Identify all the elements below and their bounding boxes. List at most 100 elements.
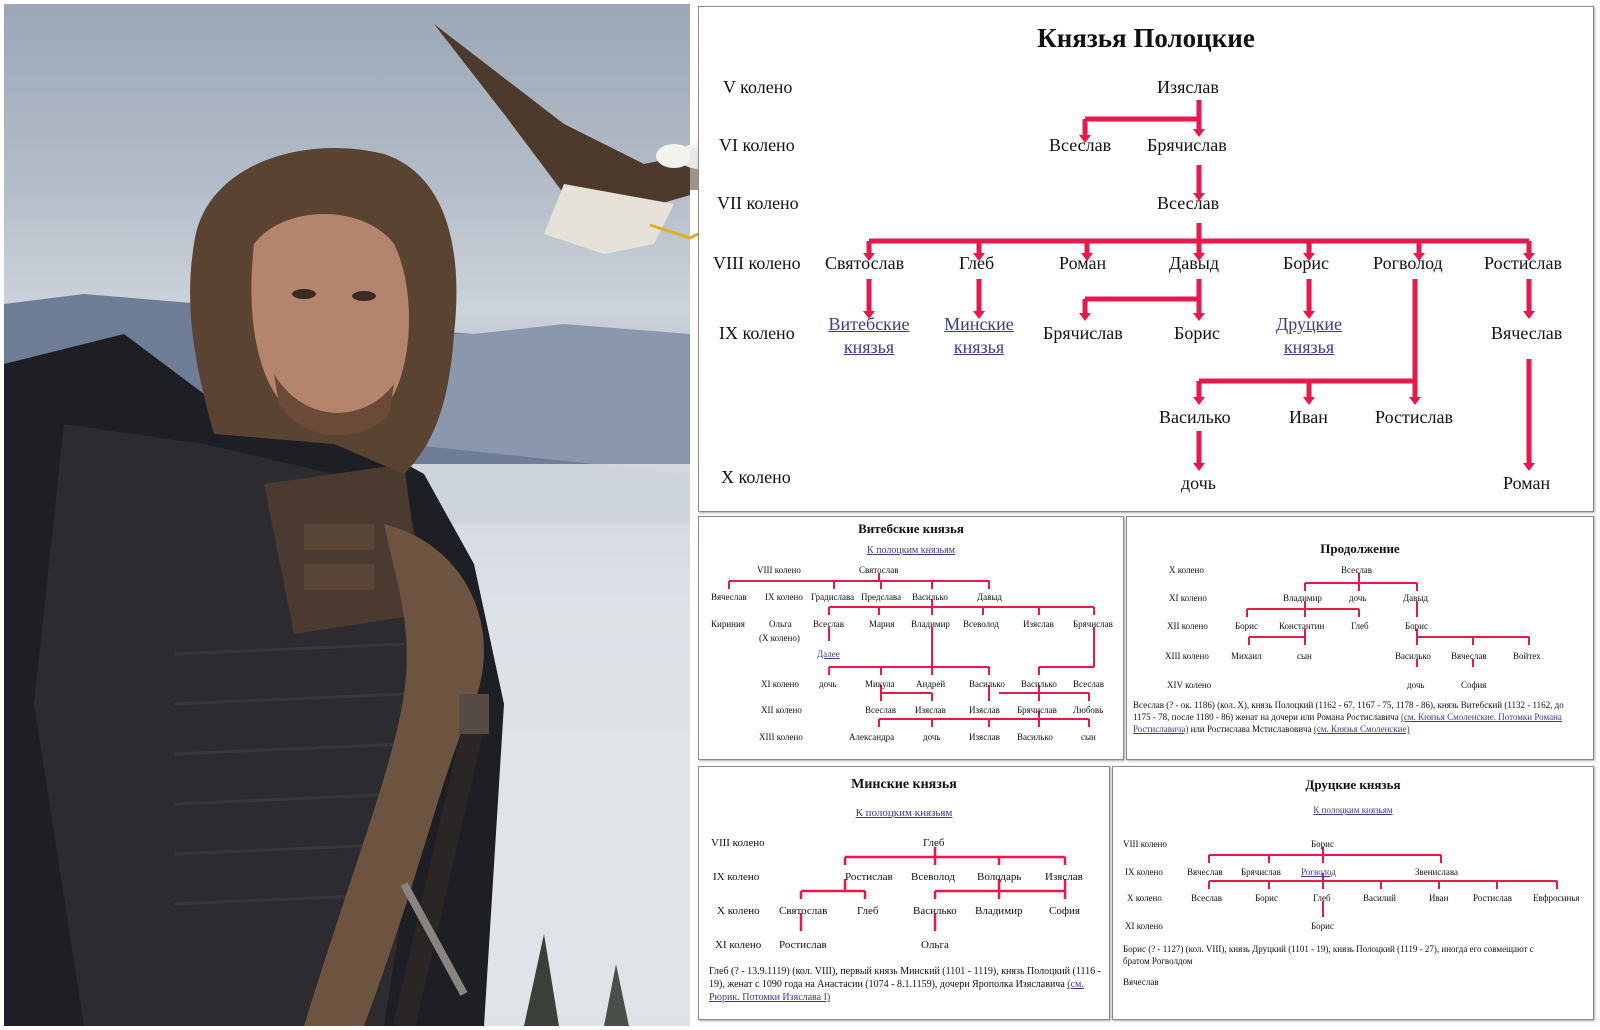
- druck-gen: X колено: [1127, 893, 1162, 903]
- vitebsk-panel: Витебские князья К полоцким князьям: [698, 516, 1124, 760]
- continuation-node: Владимир: [1283, 593, 1322, 603]
- continuation-lines: [1246, 573, 1530, 667]
- druck-node: Ростислав: [1473, 893, 1512, 903]
- continuation-node: Василько: [1395, 651, 1431, 661]
- continuation-node: Давыд: [1403, 593, 1429, 603]
- gen-label: VII колено: [717, 193, 799, 213]
- druck-link[interactable]: Друцкие князья: [1259, 313, 1359, 359]
- continuation-node: София: [1461, 680, 1487, 690]
- node-rostislav: Ростислав: [1484, 253, 1562, 273]
- minsk-gen: XI колено: [715, 939, 762, 951]
- vitebsk-link[interactable]: Витебские князья: [819, 313, 919, 359]
- continuation-node: Борис: [1235, 621, 1258, 631]
- continuation-node: Константин: [1279, 621, 1325, 631]
- warrior-illustration: [4, 24, 690, 1026]
- minsk-node: Василько: [913, 905, 957, 917]
- vitebsk-gen: XI колено: [761, 679, 799, 689]
- druck-node: Борис: [1311, 839, 1334, 849]
- minsk-gen: IX колено: [713, 871, 760, 883]
- node-vyacheslav: Вячеслав: [1491, 323, 1563, 343]
- druck-node: Борис: [1311, 921, 1334, 931]
- vitebsk-node: Василько: [1021, 679, 1057, 689]
- minsk-title: Минские князья: [851, 777, 957, 792]
- vitebsk-dalee-link[interactable]: Далее: [817, 649, 840, 659]
- continuation-node: Борис: [1405, 621, 1428, 631]
- vitebsk-node: Всеслав: [813, 619, 845, 629]
- continuation-title: Продолжение: [1320, 541, 1400, 556]
- vitebsk-node: Микула: [865, 679, 895, 689]
- note-link-rurik[interactable]: (см. Рюрик. Потомки Изяслава I): [709, 979, 1084, 1003]
- continuation-node: Всеслав: [1341, 565, 1373, 575]
- vitebsk-node: Андрей: [916, 679, 946, 689]
- minsk-node: Ольга: [921, 939, 949, 951]
- vitebsk-node: Градислава: [811, 592, 855, 602]
- druck-node: Борис: [1255, 893, 1278, 903]
- druck-node: Вячеслав: [1187, 867, 1223, 877]
- vitebsk-node: Александра: [849, 732, 895, 742]
- vitebsk-node: Изяслав: [915, 705, 946, 715]
- note-link-smolensk-roman[interactable]: (см. Князья Смоленские. Потомки Романа Р…: [1133, 712, 1562, 734]
- druck-gen: IX колено: [1125, 867, 1163, 877]
- vitebsk-gen: XII колено: [761, 705, 802, 715]
- minsk-note: Глеб (? - 13.9.1119) (кол. VIII), первый…: [709, 965, 1101, 1004]
- gen-label: IX колено: [719, 323, 795, 343]
- vitebsk-node: Любовь: [1073, 705, 1104, 715]
- druck-back-link[interactable]: К полоцким князьям: [1313, 805, 1393, 815]
- vitebsk-title: Витебские князья: [858, 521, 964, 536]
- continuation-node: Михаил: [1231, 651, 1262, 661]
- minsk-node: Глеб: [857, 905, 879, 917]
- continuation-node: Глеб: [1351, 621, 1369, 631]
- node-vseslav: Всеслав: [1157, 193, 1220, 213]
- minsk-link[interactable]: Минские князья: [929, 313, 1029, 359]
- node-rogvolod: Рогволод: [1373, 253, 1443, 273]
- druck-gen: XI колено: [1125, 921, 1163, 931]
- vitebsk-node: Изяслав: [969, 732, 1000, 742]
- vitebsk-node: Брячислав: [1017, 705, 1057, 715]
- vitebsk-node: Всеслав: [865, 705, 897, 715]
- minsk-node: Изяслав: [1045, 871, 1083, 883]
- continuation-node: Вячеслав: [1451, 651, 1487, 661]
- gen-label: V колено: [723, 77, 793, 97]
- vitebsk-node: Кириния: [711, 619, 745, 629]
- continuation-note: Всеслав (? - ок. 1186) (кол. X), князь П…: [1133, 699, 1583, 735]
- continuation-gen: XIV колено: [1167, 680, 1212, 690]
- vitebsk-node: Мария: [869, 619, 895, 629]
- node-gleb: Глеб: [959, 253, 995, 273]
- continuation-gen: X колено: [1169, 565, 1204, 575]
- minsk-node: Глеб: [923, 837, 945, 849]
- druck-note: Борис (? - 1127) (кол. VIII), князь Друц…: [1123, 944, 1534, 966]
- node-doch: дочь: [1181, 473, 1216, 493]
- vitebsk-back-link[interactable]: К полоцким князьям: [866, 545, 956, 556]
- main-tree-lines: [863, 100, 1535, 471]
- druck-panel: Друцкие князья К полоцким князьям VIII к…: [1112, 766, 1594, 1020]
- node-bryachislav: Брячислав: [1043, 323, 1123, 343]
- vitebsk-node: Брячислав: [1073, 619, 1113, 629]
- node-izyaslav: Изяслав: [1157, 77, 1219, 97]
- vitebsk-node: Святослав: [859, 565, 899, 575]
- vitebsk-node: Василько: [969, 679, 1005, 689]
- minsk-gen: X колено: [717, 905, 760, 917]
- node-vseslav: Всеслав: [1049, 135, 1112, 155]
- continuation-gen: XII колено: [1167, 621, 1208, 631]
- continuation-node: дочь: [1349, 593, 1367, 603]
- druck-lines: [1208, 847, 1558, 917]
- vitebsk-node: Изяслав: [1023, 619, 1054, 629]
- node-bryachislav: Брячислав: [1147, 135, 1227, 155]
- node-boris: Борис: [1174, 323, 1220, 343]
- vitebsk-link-line2: князья: [843, 337, 895, 357]
- vitebsk-gen: VIII колено: [757, 565, 801, 575]
- note-link-smolensk[interactable]: (см. Князья Смоленские): [1313, 724, 1410, 734]
- minsk-back-link[interactable]: К полоцким князьям: [855, 807, 953, 819]
- druck-rogvolod-link[interactable]: Рогволод: [1301, 867, 1336, 877]
- continuation-node: сын: [1297, 651, 1312, 661]
- gen-label: X колено: [721, 467, 791, 487]
- druck-node: Звенислава: [1415, 867, 1458, 877]
- minsk-panel: Минские князья К полоцким князьям VIII к…: [698, 766, 1110, 1020]
- vitebsk-node: Василько: [912, 592, 948, 602]
- node-roman: Роман: [1059, 253, 1107, 273]
- druck-link-line2: князья: [1283, 337, 1335, 357]
- minsk-node: Владимир: [975, 905, 1023, 917]
- minsk-link-line2: князья: [953, 337, 1005, 357]
- minsk-node: Ростислав: [779, 939, 827, 951]
- node-vasilko: Василько: [1159, 407, 1231, 427]
